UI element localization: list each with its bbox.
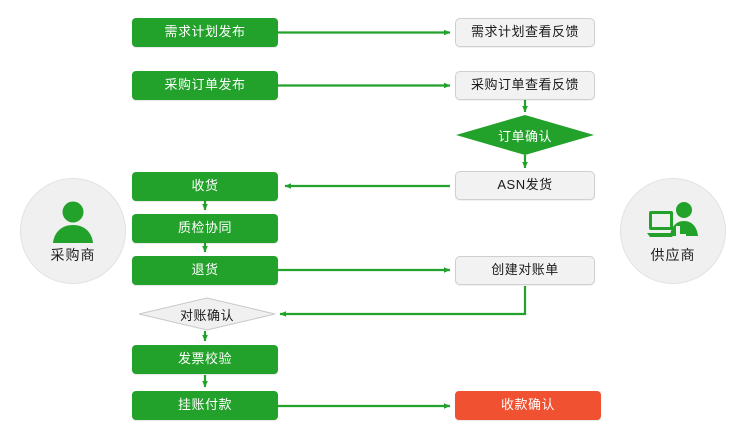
person-icon — [46, 198, 100, 244]
node-create-statement[interactable]: 创建对账单 — [455, 256, 595, 285]
person-at-computer-icon — [646, 198, 700, 244]
node-receipt-confirm[interactable]: 收款确认 — [455, 391, 601, 420]
node-payable-payment[interactable]: 挂账付款 — [132, 391, 278, 420]
actor-buyer-label: 采购商 — [50, 246, 96, 263]
node-statement-confirm-label: 对账确认 — [179, 307, 234, 323]
node-order-confirm-label: 订单确认 — [497, 128, 552, 144]
node-receive-goods[interactable]: 收货 — [132, 172, 278, 201]
node-invoice-check[interactable]: 发票校验 — [132, 345, 278, 374]
node-order-confirm[interactable]: 订单确认 — [455, 114, 595, 156]
node-return-goods[interactable]: 退货 — [132, 256, 278, 285]
node-quality-collaboration[interactable]: 质检协同 — [132, 214, 278, 243]
node-statement-confirm[interactable]: 对账确认 — [138, 297, 276, 331]
node-purchase-order-publish[interactable]: 采购订单发布 — [132, 71, 278, 100]
node-demand-plan-feedback[interactable]: 需求计划查看反馈 — [455, 18, 595, 47]
node-demand-plan-publish[interactable]: 需求计划发布 — [132, 18, 278, 47]
diamond-shape-white — [138, 297, 276, 331]
actor-supplier[interactable]: 供应商 — [620, 178, 726, 284]
wire-statement-to-confirm — [279, 286, 527, 317]
diamond-shape-green — [456, 115, 594, 155]
node-asn-shipment[interactable]: ASN发货 — [455, 171, 595, 200]
actor-supplier-label: 供应商 — [650, 246, 696, 263]
actor-buyer[interactable]: 采购商 — [20, 178, 126, 284]
node-purchase-order-feedback[interactable]: 采购订单查看反馈 — [455, 71, 595, 100]
